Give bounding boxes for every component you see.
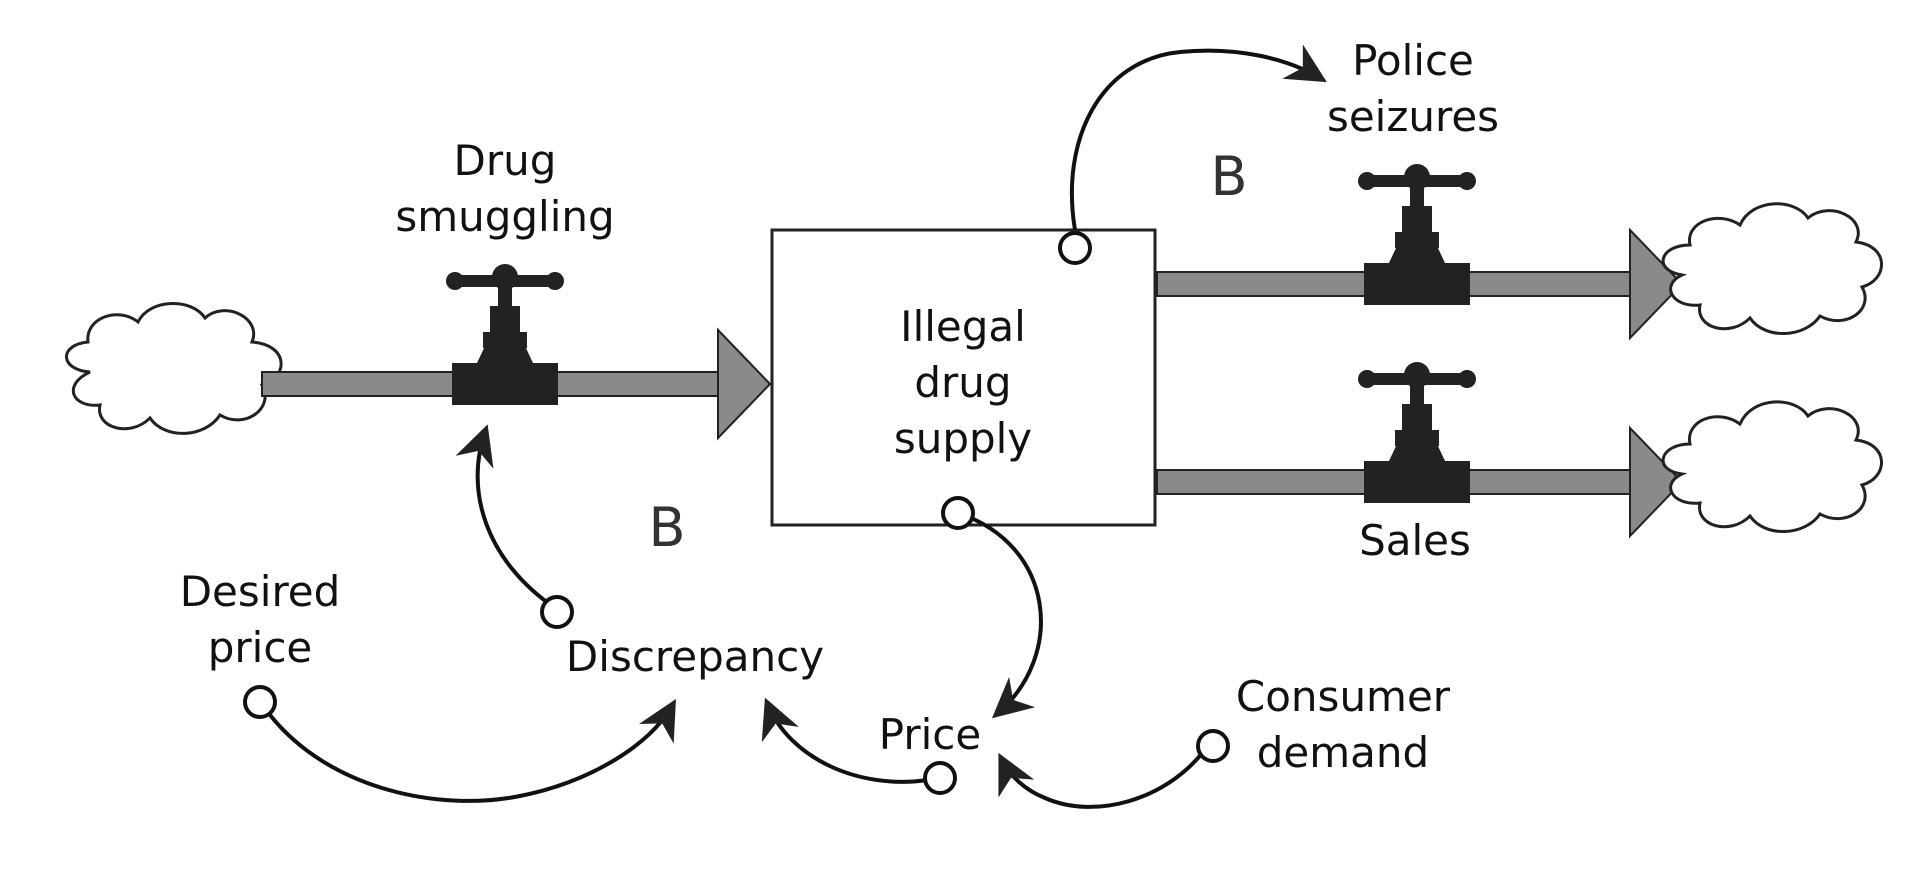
cloud-sink-seizures-icon xyxy=(1661,202,1883,335)
link-discrepancy-to-smuggling xyxy=(455,424,557,610)
valve-drug-smuggling-icon xyxy=(446,264,564,405)
flow-label-police-seizures: Police seizures xyxy=(1326,36,1500,141)
link-origin-stock-bottom xyxy=(941,496,975,530)
variable-desired-price: Desired price xyxy=(179,567,341,672)
link-origin-stock-top xyxy=(1058,231,1092,265)
link-desired-price-to-discrepancy xyxy=(268,699,676,803)
link-origin-consumer-demand xyxy=(1196,729,1230,763)
link-stock-to-seizures xyxy=(1069,44,1327,231)
variable-discrepancy: Discrepancy xyxy=(565,632,825,681)
link-origin-discrepancy xyxy=(540,595,574,629)
variable-price: Price xyxy=(878,710,982,759)
link-price-to-discrepancy xyxy=(761,697,929,784)
link-stock-to-price xyxy=(957,511,1043,719)
flow-label-drug-smuggling: Drug smuggling xyxy=(395,136,615,241)
loop-label-balancing-right: B xyxy=(1210,145,1248,208)
valve-police-seizures-icon xyxy=(1358,164,1476,305)
cloud-source-icon xyxy=(65,302,283,435)
cloud-sink-sales-icon xyxy=(1661,400,1883,533)
valve-sales-icon xyxy=(1358,362,1476,503)
loop-label-balancing-left: B xyxy=(648,496,686,559)
flow-label-sales: Sales xyxy=(1359,516,1471,565)
link-origin-desired-price xyxy=(243,685,277,719)
stock-box xyxy=(770,228,1157,527)
link-demand-to-price xyxy=(998,750,1205,809)
link-origin-price xyxy=(923,761,957,795)
stock-label: Illegal drug supply xyxy=(893,302,1033,463)
variable-consumer-demand: Consumer demand xyxy=(1235,672,1451,777)
